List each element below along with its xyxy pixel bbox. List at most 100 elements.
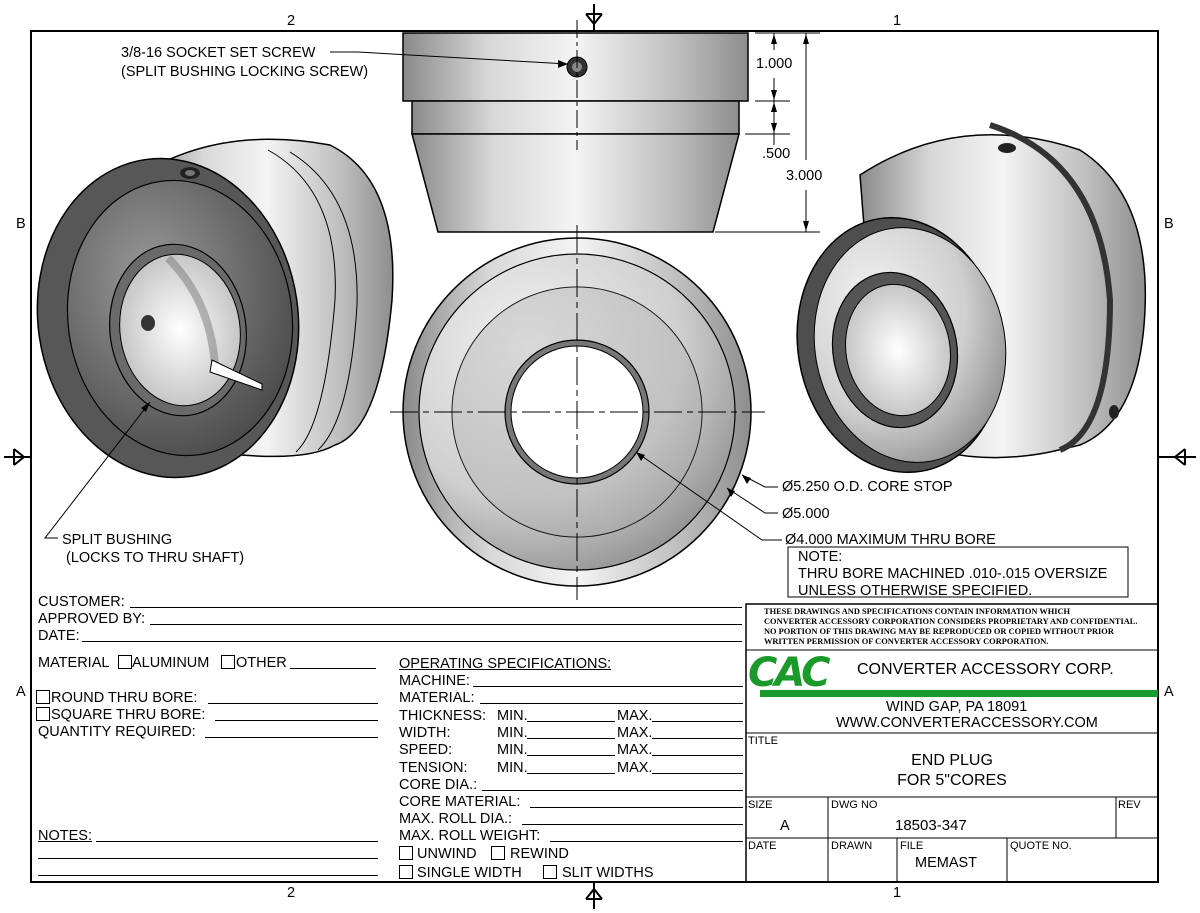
set-screw-callout-1: 3/8-16 SOCKET SET SCREW [121, 45, 316, 61]
notes-field-3[interactable] [38, 875, 378, 876]
max-roll-dia-label: MAX. ROLL DIA.: [399, 811, 513, 827]
unwind-label: UNWIND [417, 846, 477, 862]
top-elevation-view [402, 32, 749, 233]
rewind-checkbox[interactable] [491, 846, 505, 860]
max-roll-weight-field[interactable] [550, 841, 743, 842]
tension-label: TENSION: [399, 760, 468, 776]
aluminum-checkbox[interactable] [118, 655, 132, 669]
thickness-max-field[interactable] [652, 721, 743, 722]
quantity-field[interactable] [205, 737, 378, 738]
square-bore-field[interactable] [215, 720, 378, 721]
left-center-arrow [4, 448, 30, 466]
op-material-field[interactable] [480, 703, 743, 704]
speed-min-field[interactable] [527, 755, 615, 756]
width-label: WIDTH: [399, 725, 451, 741]
round-bore-checkbox[interactable] [36, 690, 50, 704]
dwg-no-value: 18503-347 [895, 817, 967, 834]
note-box [787, 546, 1129, 598]
customer-field[interactable] [130, 607, 742, 608]
core-dia-field[interactable] [482, 790, 743, 791]
bottom-center-arrow [585, 883, 603, 909]
company-logo: CAC [748, 650, 830, 696]
width-min: MIN. [497, 725, 528, 741]
centerlines [390, 20, 765, 600]
other-field[interactable] [290, 668, 376, 669]
aluminum-label: ALUMINUM [132, 655, 210, 671]
width-max-field[interactable] [652, 738, 743, 739]
file-value: MEMAST [915, 855, 978, 871]
slit-widths-checkbox[interactable] [543, 865, 557, 879]
size-value: A [780, 818, 790, 834]
width-max: MAX. [617, 725, 653, 741]
zone-left-upper: B [16, 216, 26, 232]
date-field[interactable] [82, 641, 742, 642]
proprietary-line-1: THESE DRAWINGS AND SPECIFICATIONS CONTAI… [764, 607, 1071, 616]
speed-min: MIN. [497, 742, 528, 758]
tension-min-field[interactable] [527, 773, 615, 774]
notes-field-1[interactable] [96, 841, 378, 842]
title-line-1: END PLUG [911, 752, 993, 769]
split-bushing-callout-2: (LOCKS TO THRU SHAFT) [66, 550, 245, 566]
date-title-label: DATE [748, 840, 777, 852]
dimension-arrows [771, 34, 809, 231]
max-roll-weight-label: MAX. ROLL WEIGHT: [399, 828, 541, 844]
other-label: OTHER [236, 655, 287, 671]
single-width-label: SINGLE WIDTH [417, 865, 522, 881]
core-material-field[interactable] [530, 807, 743, 808]
dimension-lines [715, 32, 820, 233]
file-label: FILE [900, 840, 924, 852]
thickness-label: THICKNESS: [399, 708, 487, 724]
od-core-stop-callout: Ø5.250 O.D. CORE STOP [782, 479, 953, 495]
width-min-field[interactable] [527, 738, 615, 739]
zone-right-lower: A [1164, 684, 1174, 700]
approved-by-field[interactable] [150, 624, 742, 625]
rewind-label: REWIND [510, 846, 569, 862]
speed-max: MAX. [617, 742, 653, 758]
zone-top-right: 1 [893, 13, 902, 29]
notes-field-2[interactable] [38, 858, 378, 859]
tension-max-field[interactable] [652, 773, 743, 774]
approved-by-label: APPROVED BY: [38, 611, 146, 627]
right-center-arrow [1159, 448, 1196, 466]
slit-widths-label: SLIT WIDTHS [562, 865, 654, 881]
max-roll-dia-field[interactable] [522, 824, 743, 825]
zone-right-upper: B [1164, 216, 1174, 232]
machine-label: MACHINE: [399, 673, 470, 689]
single-width-checkbox[interactable] [399, 865, 413, 879]
rev-label: REV [1118, 799, 1141, 811]
speed-max-field[interactable] [652, 755, 743, 756]
right-isometric-view [796, 122, 1147, 474]
logo-bar [760, 690, 1158, 697]
zone-bottom-left: 2 [287, 885, 296, 901]
customer-label: CUSTOMER: [38, 594, 125, 610]
square-bore-checkbox[interactable] [36, 707, 50, 721]
note-title: NOTE: [798, 549, 843, 565]
set-screw-callout-2: (SPLIT BUSHING LOCKING SCREW) [121, 64, 369, 80]
operating-heading: OPERATING SPECIFICATIONS: [399, 656, 612, 672]
machine-field[interactable] [473, 686, 743, 687]
other-checkbox[interactable] [221, 655, 235, 669]
zone-bottom-right: 1 [893, 885, 902, 901]
dimension-1000: 1.000 [756, 56, 793, 72]
split-bushing-callout-1: SPLIT BUSHING [62, 532, 173, 548]
core-dia-label: CORE DIA.: [399, 777, 478, 793]
material-label: MATERIAL [38, 655, 110, 671]
title-label: TITLE [748, 735, 778, 747]
square-bore-label: SQUARE THRU BORE: [51, 707, 206, 723]
dimension-3000: 3.000 [786, 168, 823, 184]
company-web: WWW.CONVERTERACCESSORY.COM [836, 715, 1098, 731]
unwind-checkbox[interactable] [399, 846, 413, 860]
proprietary-line-3: NO PORTION OF THIS DRAWING MAY BE REPROD… [764, 627, 1114, 636]
company-city: WIND GAP, PA 18091 [886, 699, 1028, 715]
tension-max: MAX. [617, 760, 653, 776]
zone-top-left: 2 [287, 13, 296, 29]
dia-5000-callout: Ø5.000 [782, 506, 830, 522]
thickness-min-field[interactable] [527, 721, 615, 722]
drawn-label: DRAWN [831, 840, 873, 852]
core-material-label: CORE MATERIAL: [399, 794, 521, 810]
size-label: SIZE [748, 799, 773, 811]
thickness-max: MAX. [617, 708, 653, 724]
round-bore-field[interactable] [208, 703, 378, 704]
title-line-2: FOR 5"CORES [897, 772, 1007, 789]
zone-left-lower: A [16, 684, 26, 700]
